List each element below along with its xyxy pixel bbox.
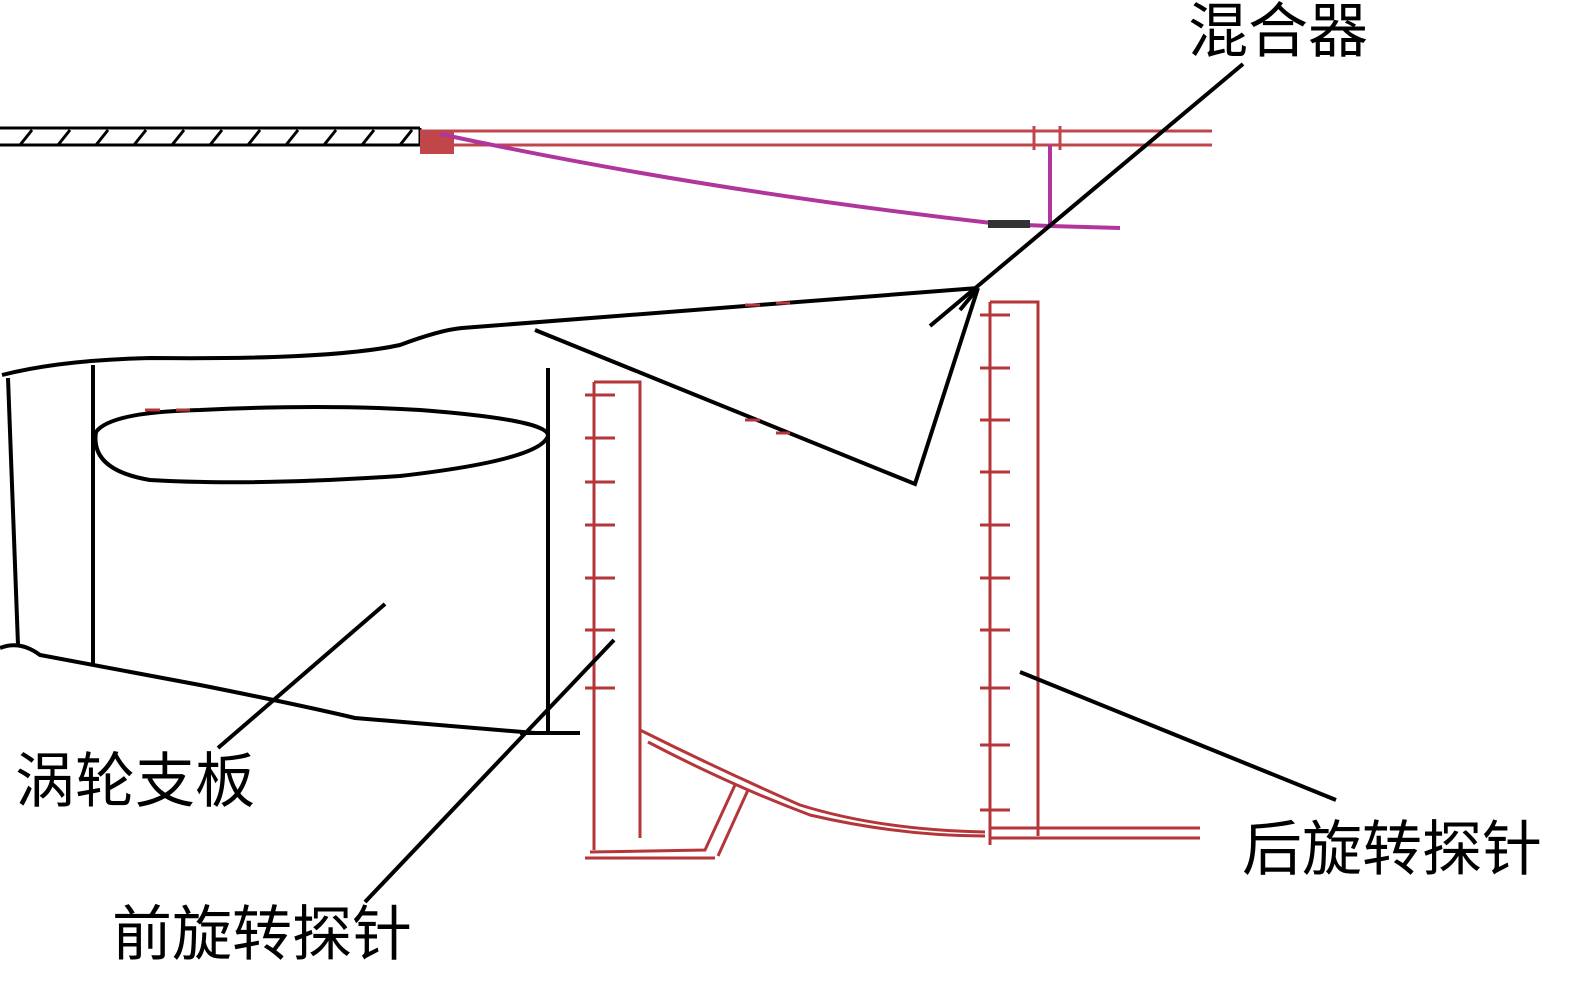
turbine-strut-label: 涡轮支板 <box>15 747 255 817</box>
turbine-strut-leader-line <box>216 602 387 750</box>
mixer-leader-line <box>928 62 1245 328</box>
rear-probe-leader-line <box>1019 670 1337 802</box>
rear-probe-label: 后旋转探针 <box>1242 815 1542 885</box>
hub-marker-ticks <box>145 301 790 435</box>
front-rotating-probe <box>585 380 986 860</box>
turbine-hub-outline <box>0 286 980 735</box>
mixer-outer-duct <box>420 126 1212 154</box>
mixer-label: 混合器 <box>1188 0 1368 67</box>
mixer-lobe <box>439 132 1121 230</box>
front-probe-label: 前旋转探针 <box>112 900 412 970</box>
outer-casing-wall <box>0 126 422 147</box>
rear-rotating-probe <box>980 300 1200 845</box>
front-probe-leader-line <box>363 638 616 904</box>
turbine-strut <box>93 405 550 485</box>
